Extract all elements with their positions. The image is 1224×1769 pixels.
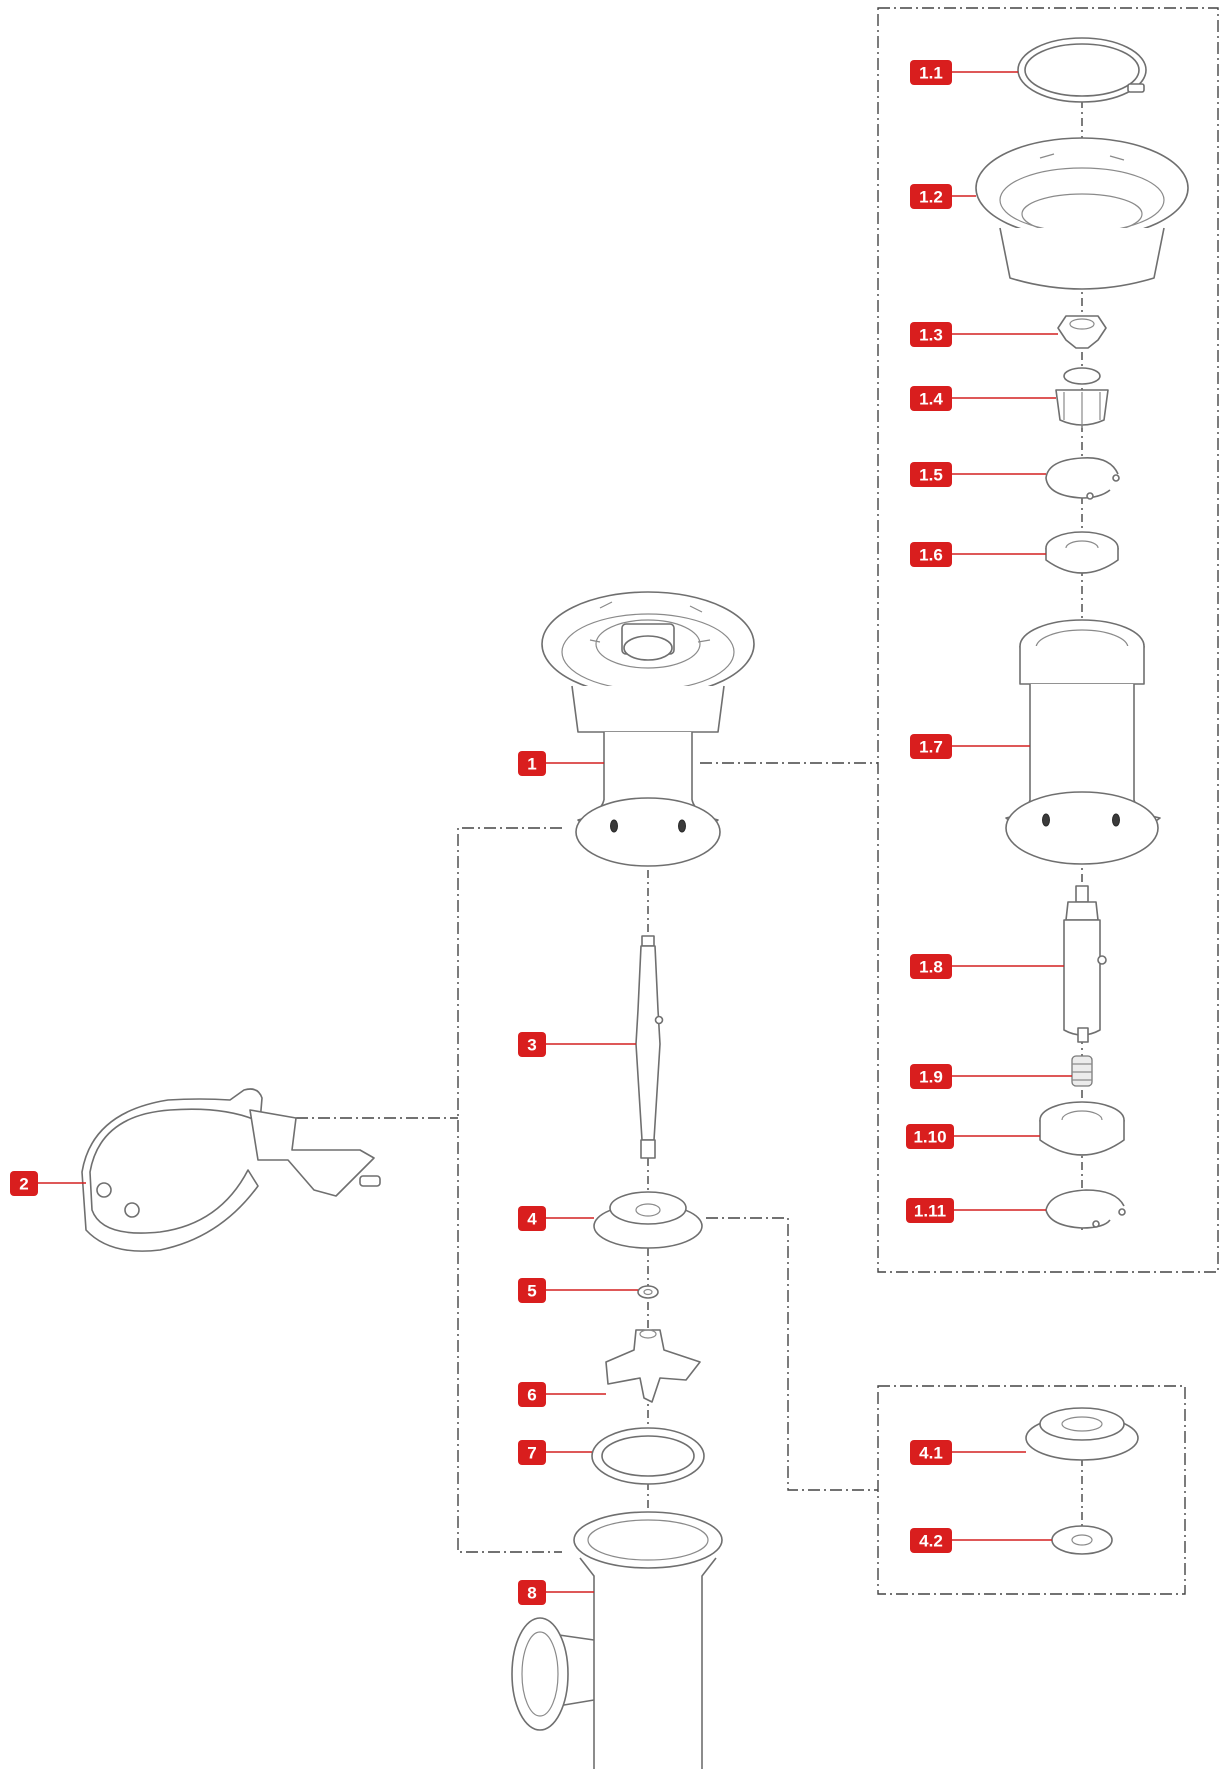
svg-text:2: 2 (19, 1175, 28, 1194)
label-part-4-1: 4.1 (910, 1440, 952, 1465)
connector-part-4 (706, 1217, 878, 1491)
part-1-9-spring (1071, 1055, 1093, 1087)
part-7-gasket (591, 1427, 705, 1485)
label-part-1-8: 1.8 (910, 954, 952, 979)
part-1-assembled-head (541, 591, 755, 867)
group-box-assembly (457, 827, 562, 1553)
label-part-7: 7 (518, 1440, 546, 1465)
svg-text:6: 6 (527, 1386, 536, 1405)
part-1-3-nut (1057, 315, 1107, 349)
svg-text:1.5: 1.5 (919, 466, 943, 485)
label-part-5: 5 (518, 1278, 546, 1303)
label-part-3: 3 (518, 1032, 546, 1057)
svg-text:7: 7 (527, 1444, 536, 1463)
part-6-impeller (605, 1329, 701, 1403)
label-part-1-6: 1.6 (910, 542, 952, 567)
svg-text:3: 3 (527, 1036, 536, 1055)
svg-text:1.11: 1.11 (914, 1202, 946, 1221)
label-part-1-1: 1.1 (910, 60, 952, 85)
label-part-1-9: 1.9 (910, 1064, 952, 1089)
svg-text:1.9: 1.9 (919, 1068, 943, 1087)
part-1-10-bearing (1039, 1101, 1125, 1156)
group-box-part-1 (877, 7, 1219, 1273)
svg-text:1.4: 1.4 (919, 390, 943, 409)
part-1-6-bearing (1045, 531, 1119, 574)
label-part-2: 2 (10, 1171, 38, 1196)
part-1-2-head-cover (975, 137, 1189, 290)
part-4-impeller-top (593, 1191, 703, 1249)
part-4-2-seal-ring (1051, 1525, 1113, 1555)
label-part-1-2: 1.2 (910, 184, 952, 209)
label-part-1-11: 1.11 (906, 1198, 954, 1223)
svg-text:4.2: 4.2 (919, 1532, 943, 1551)
part-1-8-shaft-sleeve (1063, 885, 1107, 1043)
svg-text:1.1: 1.1 (919, 64, 943, 83)
label-part-4: 4 (518, 1206, 546, 1231)
svg-text:1.6: 1.6 (919, 546, 943, 565)
label-part-1: 1 (518, 751, 546, 776)
part-1-7-housing (1005, 619, 1161, 865)
part-1-5-circlip (1045, 457, 1120, 500)
svg-text:4.1: 4.1 (919, 1444, 943, 1463)
svg-text:1.10: 1.10 (913, 1128, 946, 1147)
label-part-8: 8 (518, 1580, 546, 1605)
part-4-1-impeller-cap (1025, 1407, 1139, 1461)
group-box-part-4 (877, 1385, 1186, 1595)
part-1-4-coupling (1055, 367, 1109, 428)
part-1-11-circlip (1045, 1189, 1126, 1229)
label-part-4-2: 4.2 (910, 1528, 952, 1553)
part-8-tee-housing (511, 1511, 723, 1769)
label-part-1-10: 1.10 (906, 1124, 954, 1149)
svg-text:1.2: 1.2 (919, 188, 943, 207)
label-part-1-7: 1.7 (910, 734, 952, 759)
svg-text:4: 4 (527, 1210, 537, 1229)
part-1-1-circlip (1017, 37, 1147, 103)
part-5-seal (637, 1285, 659, 1299)
svg-text:1.7: 1.7 (919, 738, 943, 757)
label-part-1-4: 1.4 (910, 386, 952, 411)
label-part-6: 6 (518, 1382, 546, 1407)
svg-text:5: 5 (527, 1282, 536, 1301)
part-3-shaft (635, 935, 664, 1159)
svg-text:1: 1 (527, 755, 536, 774)
svg-text:8: 8 (527, 1584, 536, 1603)
label-part-1-3: 1.3 (910, 322, 952, 347)
part-2-clamp (81, 1088, 381, 1252)
svg-text:1.3: 1.3 (919, 326, 943, 345)
label-part-1-5: 1.5 (910, 462, 952, 487)
svg-text:1.8: 1.8 (919, 958, 943, 977)
